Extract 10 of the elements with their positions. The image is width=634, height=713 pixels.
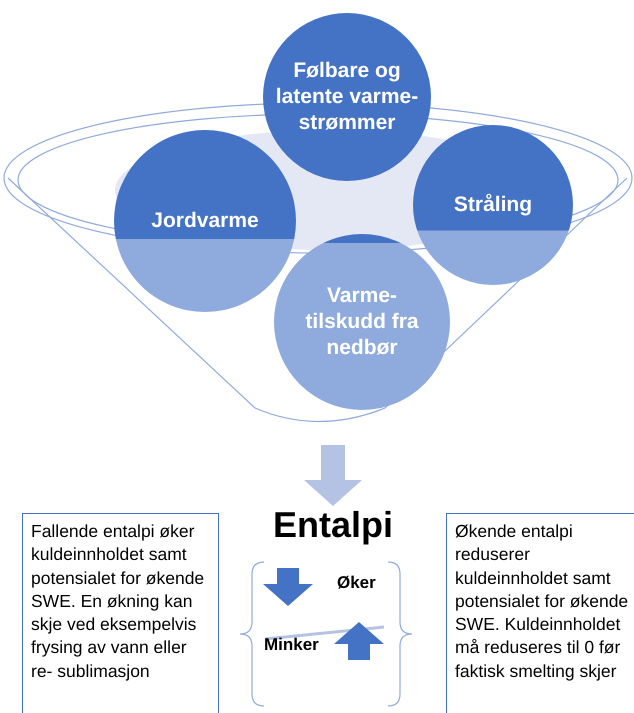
scale-label: Minker [264,635,319,655]
scale-label: Øker [337,573,376,593]
node-label: Varme- tilskudd fra nedbør [304,282,420,362]
heading-text: Entalpi [233,500,433,550]
node-label: Jordvarme [150,208,260,234]
block-arrow [304,445,362,506]
text-box: Fallende entalpi øker kuldeinnholdet samt potensialet for økende SWE. En økning kan skje ved eksempelvis frysing av vann eller re- sublimasjon [22,513,219,713]
node-label: Følbare og latente varme- strømmer [274,58,420,136]
text-box: Økende entalpi reduserer kuldeinnholdet samt potensialet for økende SWE. Kuldeinnholdet må reduseres til 0 før faktisk smelting skjer [446,513,634,713]
node-label: Stråling [452,192,534,218]
